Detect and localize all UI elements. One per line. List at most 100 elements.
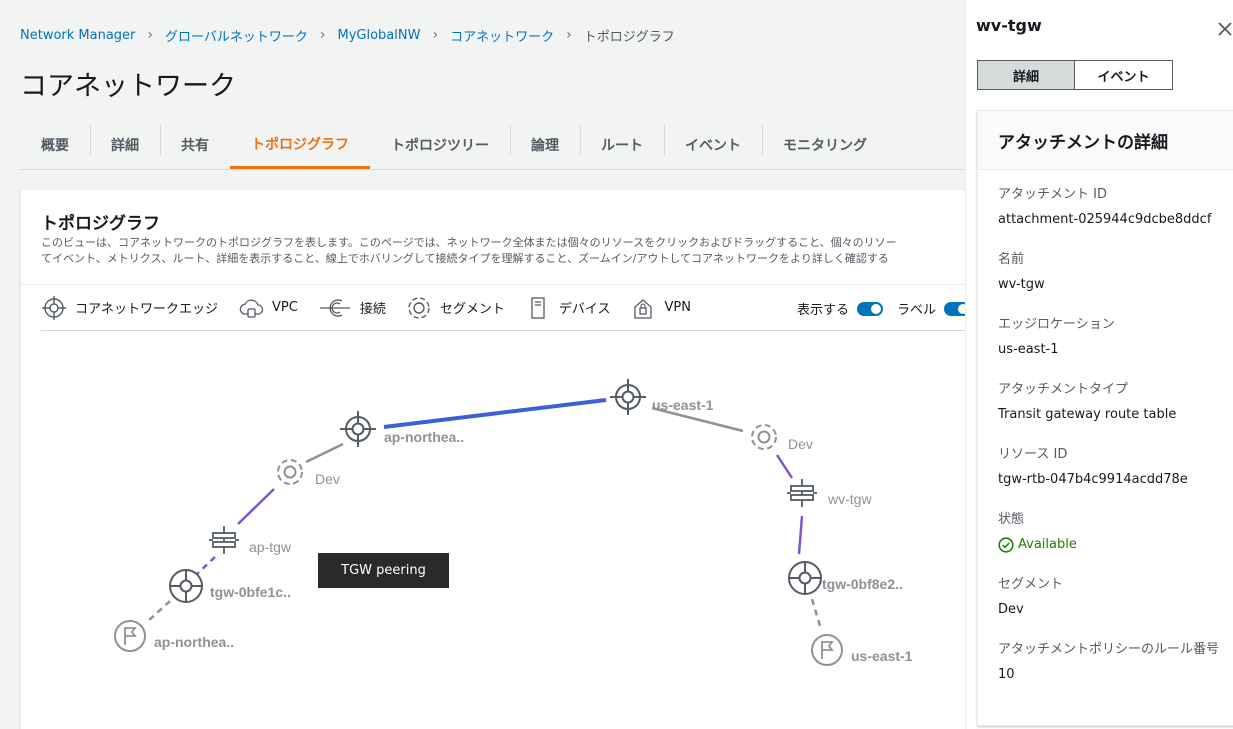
field-value: 10 (998, 667, 1015, 682)
node-label-tgw-left: tgw-0bfe1c.. (210, 584, 291, 600)
link-edge-ap-to-dev[interactable] (305, 442, 344, 464)
breadcrumb-core-network[interactable]: コアネットワーク (450, 29, 555, 45)
legend-device: デバイス (525, 295, 610, 321)
core-network-edge-icon[interactable] (788, 561, 822, 595)
segment-events-button[interactable]: イベント (1075, 60, 1173, 90)
link-dev-to-ap-tgw[interactable] (237, 488, 275, 525)
segment-icon[interactable] (751, 424, 777, 450)
chevron-right-icon: › (566, 27, 572, 43)
link-edge-ap-to-edge-us[interactable] (383, 398, 607, 429)
node-label-edge-ap: ap-northea.. (384, 429, 464, 445)
panel-description: このビューは、コアネットワークのトポロジグラフを表します。このページでは、ネット… (41, 235, 965, 267)
legend-label: VPC (272, 300, 298, 315)
breadcrumb-current: トポロジグラフ (583, 29, 675, 45)
check-circle-icon (998, 537, 1014, 553)
panel-title: トポロジグラフ (41, 214, 160, 234)
link-edge-to-flag-left[interactable] (146, 600, 171, 623)
field-value: attachment-025944c9dcbe8ddcf (998, 212, 1212, 227)
node-label-flag-left: ap-northea.. (154, 634, 234, 650)
legend-vpc: VPC (238, 295, 298, 321)
show-toggle-group: 表示する (797, 299, 884, 318)
topology-graph-panel: トポロジグラフ このビューは、コアネットワークのトポロジグラフを表します。このペ… (20, 189, 965, 729)
field-label: アタッチメントポリシーのルール番号 (998, 642, 1220, 657)
details-sidebar: wv-tgw 詳細 イベント アタッチメントの詳細 アタッチメント ID att… (965, 0, 1233, 729)
node-label-ap-tgw: ap-tgw (249, 539, 292, 555)
segment-details-button[interactable]: 詳細 (977, 60, 1075, 90)
legend-label: セグメント (439, 302, 505, 317)
field-label: アタッチメント ID (998, 187, 1107, 202)
core-network-edge-icon[interactable] (340, 411, 376, 447)
status-badge: Available (998, 534, 1228, 556)
field-value: Transit gateway route table (998, 407, 1177, 422)
field-label: セグメント (998, 577, 1064, 592)
field-label: 名前 (998, 252, 1025, 267)
labels-toggle[interactable] (944, 301, 965, 316)
legend-label: VPN (664, 300, 691, 315)
legend-label: コアネットワークエッジ (75, 302, 219, 317)
field-attachment-type: アタッチメントタイプ Transit gateway route table (998, 379, 1228, 426)
tab-topology-graph[interactable]: トポロジグラフ (230, 121, 370, 169)
legend-core-network-edge: コアネットワークエッジ (41, 295, 218, 321)
tab-logical[interactable]: 論理 (510, 121, 580, 169)
show-toggle[interactable] (857, 301, 884, 316)
transit-gateway-icon[interactable] (209, 526, 239, 554)
segment-icon[interactable] (277, 459, 303, 485)
panel-description-line: このビューは、コアネットワークのトポロジグラフを表します。このページでは、ネット… (41, 236, 897, 249)
legend-bar: コアネットワークエッジ VPC 接続 (41, 285, 965, 331)
details-heading: アタッチメントの詳細 (978, 111, 1233, 170)
breadcrumb-my-global-nw[interactable]: MyGlobalNW (337, 27, 421, 43)
labels-toggle-group: ラベル (897, 299, 965, 318)
tab-bar: 概要 詳細 共有 トポロジグラフ トポロジツリー 論理 ルート イベント モニタ… (20, 121, 965, 170)
field-label: エッジロケーション (998, 317, 1115, 332)
tab-events[interactable]: イベント (664, 121, 762, 169)
field-value: Available (1018, 537, 1077, 552)
sidebar-title: wv-tgw (976, 16, 1042, 35)
main-content: Network Manager › グローバルネットワーク › MyGlobal… (0, 0, 965, 729)
legend-vpn: VPN (630, 295, 691, 321)
chevron-right-icon: › (147, 27, 154, 43)
link-ap-tgw-to-edge[interactable] (196, 556, 216, 575)
node-label-flag-right: us-east-1 (851, 648, 913, 664)
field-value: Dev (998, 602, 1024, 617)
core-network-edge-icon (42, 295, 66, 320)
flag-icon[interactable] (114, 620, 146, 652)
tab-details[interactable]: 詳細 (90, 121, 160, 169)
legend-segment: セグメント (406, 295, 505, 321)
link-edge-us-to-dev[interactable] (651, 406, 744, 433)
core-network-edge-icon[interactable] (169, 569, 203, 603)
breadcrumb-network-manager[interactable]: Network Manager (20, 27, 136, 43)
link-dev-to-wv-tgw[interactable] (775, 454, 794, 479)
node-label-wv-tgw: wv-tgw (827, 491, 872, 507)
field-value: tgw-rtb-047b4c9914acdd78e (998, 472, 1188, 487)
page-title: コアネットワーク (20, 71, 236, 102)
topology-graph-canvas[interactable]: us-east-1 ap-northea.. Dev Dev wv-tgw ap… (0, 0, 965, 729)
breadcrumb-global-network[interactable]: グローバルネットワーク (165, 29, 308, 45)
flag-icon[interactable] (811, 634, 843, 666)
tab-overview[interactable]: 概要 (41, 138, 69, 154)
field-label: リソース ID (998, 447, 1068, 462)
field-value: wv-tgw (998, 277, 1045, 292)
field-resource-id: リソース ID tgw-rtb-047b4c9914acdd78e (998, 444, 1228, 491)
show-toggle-label: 表示する (797, 303, 850, 318)
panel-description-line: てイベント、メトリクス、ルート、詳細を表示すること、線上でホバリングして接続タイ… (41, 252, 889, 265)
node-label-edge-us: us-east-1 (652, 397, 714, 413)
transit-gateway-icon[interactable] (787, 479, 817, 507)
legend-connect: 接続 (318, 295, 386, 321)
node-label-dev-right: Dev (788, 436, 813, 452)
link-edge-to-flag-right[interactable] (810, 598, 822, 627)
core-network-edge-icon[interactable] (610, 379, 646, 415)
field-segment: セグメント Dev (998, 574, 1228, 621)
field-label: アタッチメントタイプ (998, 382, 1129, 397)
link-wv-tgw-to-edge[interactable] (797, 515, 804, 555)
tab-topology-tree[interactable]: トポロジツリー (391, 138, 489, 154)
chevron-right-icon: › (319, 27, 326, 43)
tab-monitoring[interactable]: モニタリング (762, 121, 888, 169)
tab-routes[interactable]: ルート (580, 121, 664, 169)
field-edge-location: エッジロケーション us-east-1 (998, 314, 1228, 361)
segmented-control: 詳細 イベント (977, 60, 1173, 90)
tab-sharing[interactable]: 共有 (160, 121, 230, 169)
vpn-icon (634, 298, 653, 319)
field-value: us-east-1 (998, 342, 1059, 357)
close-icon[interactable] (1218, 22, 1232, 36)
field-attachment-id: アタッチメント ID attachment-025944c9dcbe8ddcf (998, 184, 1228, 231)
